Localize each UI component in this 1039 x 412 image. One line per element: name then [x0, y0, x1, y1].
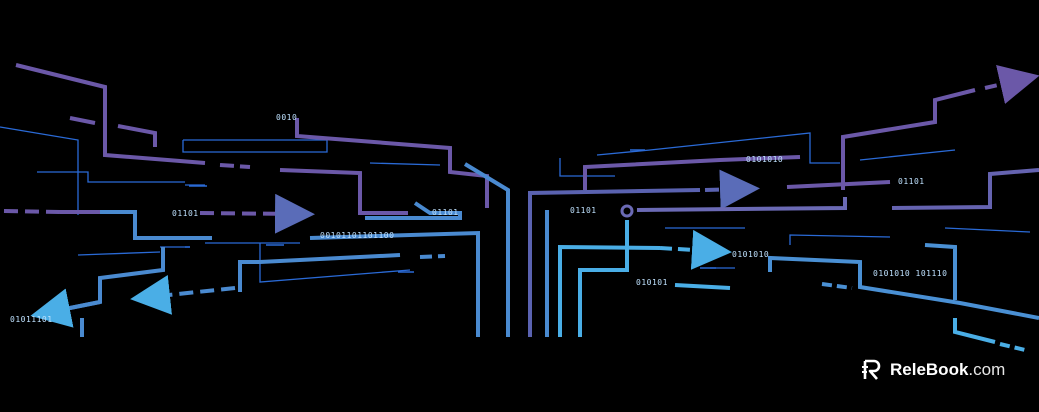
- thin-circuit-lines: [0, 126, 1031, 283]
- binary-label: 01011101: [10, 315, 53, 324]
- binary-label: 01101: [898, 177, 925, 186]
- middle-left-traces: [30, 162, 510, 337]
- watermark-domain: .com: [968, 360, 1006, 379]
- watermark-brand: ReleBook: [890, 360, 969, 379]
- central-traces: [528, 155, 847, 337]
- trace-node: [620, 204, 634, 218]
- watermark: ReleBook.com: [862, 358, 1005, 382]
- right-traces: [768, 64, 1039, 352]
- relebook-logo-icon: [862, 359, 881, 380]
- binary-label: 0101010 101110: [873, 269, 947, 278]
- binary-label: 00101101101100: [320, 231, 394, 240]
- binary-labels: 0010 01101 00101101101100 01101 0101010 …: [10, 113, 947, 324]
- binary-label: 0101010: [732, 250, 769, 259]
- binary-label: 01101: [432, 208, 459, 217]
- upper-left-traces: [3, 63, 489, 234]
- binary-label: 010101: [636, 278, 668, 287]
- binary-label: 01101: [172, 209, 199, 218]
- binary-label: 0101010: [746, 155, 783, 164]
- binary-label: 0010: [276, 113, 297, 122]
- binary-label: 01101: [570, 206, 597, 215]
- tick-dashes: [185, 149, 716, 273]
